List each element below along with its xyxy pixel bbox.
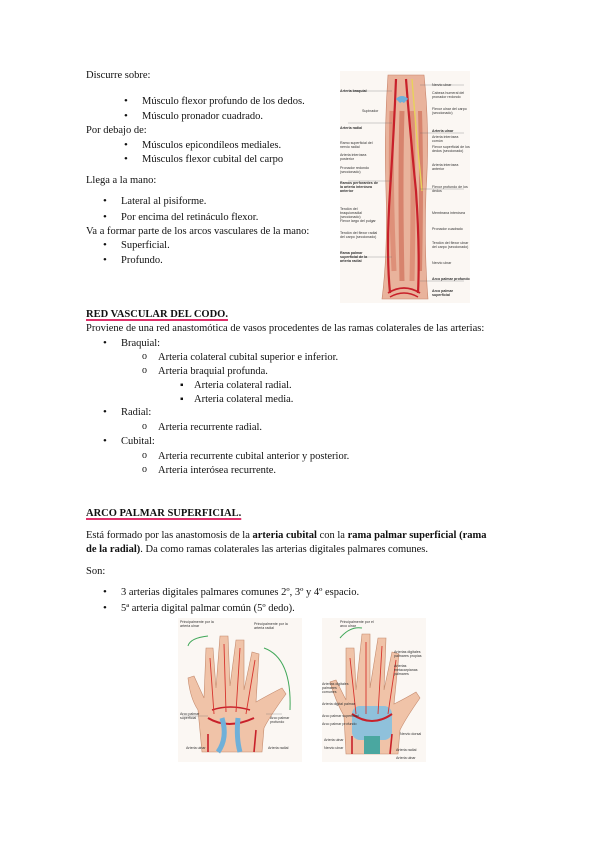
debajo-heading: Por debajo de:: [86, 125, 147, 136]
figure-label: Tendón del braquiorradial (seccionado): [340, 207, 362, 219]
text-run-bold: de la radial): [86, 544, 141, 555]
list-item: Lateral al pisiforme.: [103, 195, 207, 208]
figure-label: Rama palmar superficial de la arteria ra…: [340, 251, 368, 263]
figure-label: Tendón del flexor ulnar del carpo (secci…: [432, 241, 469, 249]
list-item: 3 arterias digitales palmares comunes 2º…: [103, 586, 359, 599]
figure-label: Arco palmar superficial: [180, 712, 200, 720]
figure-label: Flexor ulnar del carpo (seccionado): [432, 107, 467, 115]
figure-label: Principalmente por el arco ulnar: [340, 620, 374, 628]
figure-label: Nervio ulnar: [432, 83, 452, 87]
figure-label: Arterias metacarpianas palmares: [394, 664, 418, 676]
list-item: Superficial.: [103, 239, 170, 252]
figure-label: Cabeza humeral del pronador redondo: [432, 91, 465, 99]
list-item: Radial:: [103, 406, 152, 419]
llega-heading: Llega a la mano:: [86, 175, 157, 186]
figure-label: Tendón del flexor radial del carpo (secc…: [340, 231, 378, 239]
text-run-bold: rama palmar superficial (rama: [347, 530, 487, 541]
figure-label: Principalmente por la arteria radial: [254, 622, 288, 630]
list-item: Músculo pronador cuadrado.: [124, 110, 263, 123]
figure-label: Arco palmar superficial: [322, 714, 359, 718]
figure-label: Ramo superficial del nervio radial: [340, 141, 373, 149]
list-item: Arteria colateral radial.: [180, 379, 292, 392]
figure-label: Ramos perforantes de la arteria interóse…: [340, 181, 378, 193]
hand-illustration-1: [182, 635, 291, 754]
section-title-arco-palmar: ARCO PALMAR SUPERFICIAL.: [86, 508, 242, 519]
figure-label: Flexor superficial de los dedos (seccion…: [432, 145, 470, 153]
figure-label: Flexor largo del pulgar: [340, 219, 376, 223]
forearm-anatomy-figure: Arteria braquial Supinador Arteria radia…: [340, 71, 470, 303]
figure-label: Pronador cuadrado: [432, 227, 463, 231]
section-title-red-vascular: RED VASCULAR DEL CODO.: [86, 309, 228, 320]
figure-label: Flexor profundo de los dedos: [432, 185, 468, 193]
figure-label: Arteria interósea común: [432, 135, 459, 143]
text-run: Está formado por las anastomosis de la: [86, 530, 253, 541]
discurre-heading: Discurre sobre:: [86, 70, 151, 81]
figure-label: Nervio ulnar: [432, 261, 452, 265]
figure-label: Supinador: [362, 109, 379, 113]
list-item: Profundo.: [103, 254, 163, 267]
figure-label: Arteria radial: [340, 126, 363, 130]
figure-label: Arteria ulnar: [432, 129, 454, 133]
figure-label: Arco palmar superficial: [432, 289, 453, 297]
list-item: Arteria colateral media.: [180, 393, 293, 406]
figure-label: Arterias digitales palmares propias: [394, 650, 422, 658]
text-run: . Da como ramas colaterales las arterias…: [140, 544, 429, 555]
list-item: Arteria interósea recurrente.: [142, 463, 276, 477]
list-item: Músculos epicondíleos mediales.: [124, 139, 281, 152]
figure-label: Arteria ulnar: [186, 746, 206, 750]
figure-label: Arteria interósea anterior: [432, 163, 459, 171]
figure-label: Principalmente por la arteria ulnar: [180, 620, 214, 628]
list-item: Arteria colateral cubital superior e inf…: [142, 350, 338, 364]
figure-label: Pronador redondo (seccionado): [340, 166, 369, 174]
figure-label: Nervio ulnar: [324, 746, 344, 750]
figure-label: Arteria ulnar: [324, 738, 344, 742]
figure-label: Membrana interósea: [432, 211, 465, 215]
hand-anatomy-figure-2: Principalmente por el arco ulnar Arteria…: [322, 618, 426, 762]
list-item: Arteria braquial profunda.: [142, 364, 268, 378]
list-item: Cubital:: [103, 435, 155, 448]
red-vascular-intro: Proviene de una red anastomótica de vaso…: [86, 323, 485, 334]
arco-paragraph-line-1: Está formado por las anastomosis de la a…: [86, 529, 487, 542]
figure-label: Arco palmar profundo: [322, 722, 357, 726]
list-item: Músculo flexor profundo de los dedos.: [124, 95, 305, 108]
figure-label: Arteria radial: [268, 746, 289, 750]
list-item: Músculos flexor cubital del carpo: [124, 153, 283, 166]
son-heading: Son:: [86, 566, 106, 577]
figure-label: Arteria ulnar: [396, 756, 416, 760]
text-run-bold: arteria cubital: [252, 530, 317, 541]
figure-label: Arco palmar profundo: [270, 716, 290, 724]
figure-label: Arteria braquial: [340, 89, 367, 93]
formar-heading: Va a formar parte de los arcos vasculare…: [86, 226, 310, 237]
list-item: 5ª arteria digital palmar común (5º dedo…: [103, 602, 295, 615]
text-run: con la: [316, 530, 348, 541]
arco-paragraph-line-2: de la radial). Da como ramas colaterales…: [86, 543, 428, 556]
list-item: Arteria recurrente cubital anterior y po…: [142, 449, 349, 463]
list-item: Arteria recurrente radial.: [142, 420, 262, 434]
forearm-illustration: [348, 74, 464, 300]
hand-anatomy-figure-1: Principalmente por la arteria ulnar Prin…: [178, 618, 302, 762]
hand-illustration-2: [329, 627, 421, 755]
figure-label: Arteria interósea posterior: [340, 153, 367, 161]
figure-label: Arteria radial: [396, 748, 417, 752]
figure-label: Arteria digital palmar: [322, 702, 355, 706]
list-item: Por encima del retináculo flexor.: [103, 211, 258, 224]
figure-label: Arco palmar profundo: [432, 277, 470, 281]
list-item: Braquial:: [103, 337, 160, 350]
figure-label: Nervio dorsal: [400, 732, 422, 736]
figure-label: Arterias digitales palmares comunes: [322, 682, 349, 694]
